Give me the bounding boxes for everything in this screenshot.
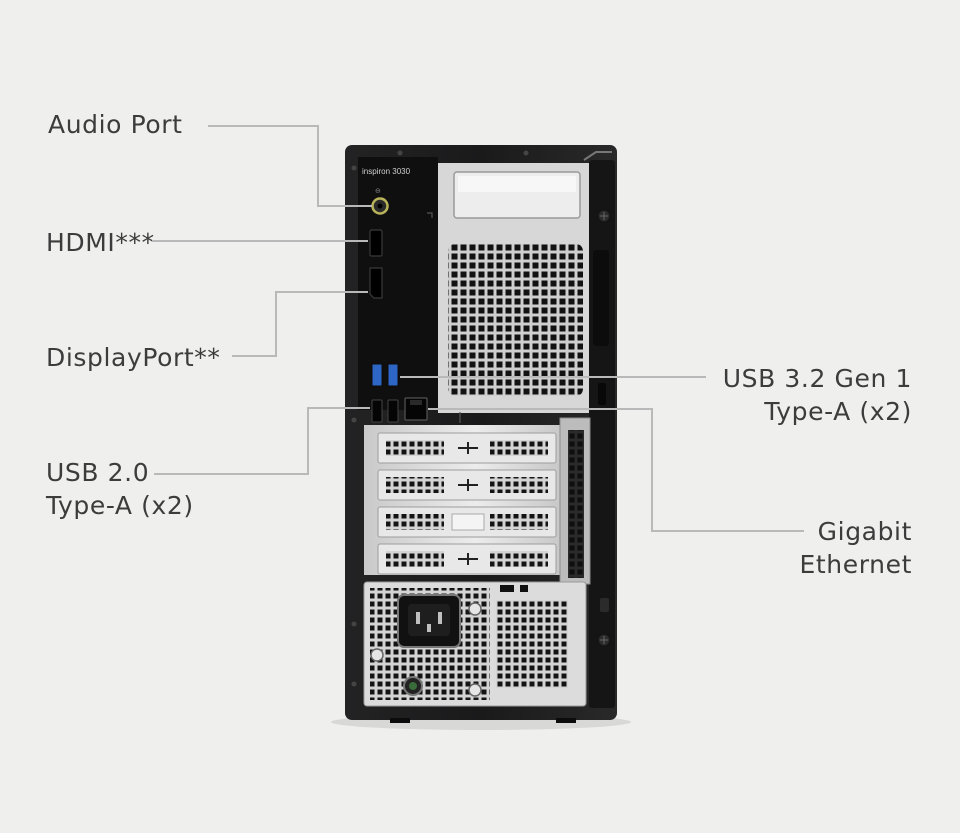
rivet-4 bbox=[351, 681, 357, 687]
slot-cover-2-vent-left bbox=[386, 477, 444, 493]
rivet-3 bbox=[351, 621, 357, 627]
callout-usb-2: USB 2.0 Type-A (x2) bbox=[46, 456, 194, 522]
usb3-port-1 bbox=[371, 363, 383, 387]
rivet-1 bbox=[351, 165, 357, 171]
leader-displayport bbox=[232, 291, 368, 357]
callout-ethernet-line-2: Ethernet bbox=[799, 550, 912, 579]
callout-audio-port: Audio Port bbox=[48, 108, 183, 141]
slot-retainer-vent bbox=[568, 430, 584, 578]
rivet-5 bbox=[397, 150, 403, 156]
side-handle bbox=[593, 250, 609, 346]
rivet-2 bbox=[351, 417, 357, 423]
slot-cover-1-vent-right bbox=[490, 440, 548, 456]
top-bracket bbox=[583, 151, 612, 161]
slot-cover-4-vent-right bbox=[490, 551, 548, 567]
audio-port-hole bbox=[377, 203, 383, 209]
slot-covers bbox=[377, 432, 557, 575]
leader-lines bbox=[152, 125, 804, 532]
callout-ethernet-line-1: Gigabit bbox=[817, 517, 912, 546]
slot-cover-1-vent-left bbox=[386, 440, 444, 456]
slot-cover-3-vent-right bbox=[490, 514, 548, 530]
callout-hdmi: HDMI*** bbox=[46, 226, 155, 259]
lock-slot bbox=[600, 598, 609, 612]
callout-hdmi-line: HDMI*** bbox=[46, 228, 155, 257]
leader-ethernet bbox=[428, 408, 804, 532]
usb2-port-1 bbox=[371, 399, 383, 423]
psu-notch-1 bbox=[500, 585, 514, 592]
psu-screw-3 bbox=[468, 683, 482, 697]
foot-right bbox=[556, 718, 576, 723]
slot-cover-2-vent-right bbox=[490, 477, 548, 493]
callout-displayport-line: DisplayPort** bbox=[46, 343, 221, 372]
panel-corner-mark bbox=[427, 212, 433, 218]
top-handle-inner bbox=[458, 176, 576, 192]
side-latch bbox=[598, 383, 606, 405]
callout-usb-3: USB 3.2 Gen 1 Type-A (x2) bbox=[723, 362, 912, 428]
slot-cover-3-plate bbox=[451, 513, 485, 531]
psu-vent-right bbox=[496, 600, 568, 688]
foot-left bbox=[390, 718, 410, 723]
callout-displayport: DisplayPort** bbox=[46, 341, 221, 374]
rivet-6 bbox=[523, 150, 529, 156]
leader-usb-2 bbox=[154, 407, 370, 475]
callout-usb-2-line-1: USB 2.0 bbox=[46, 458, 150, 487]
slot-cover-1-screw bbox=[458, 442, 478, 454]
chassis-screw-bottom-head bbox=[600, 636, 608, 644]
callout-audio-port-line: Audio Port bbox=[48, 110, 183, 139]
slot-cover-4-vent-left bbox=[386, 551, 444, 567]
chassis-screw-top-head bbox=[600, 212, 608, 220]
callout-ethernet: Gigabit Ethernet bbox=[800, 515, 913, 581]
side-rail bbox=[589, 160, 615, 708]
headphone-icon: ⊖ bbox=[375, 187, 381, 195]
callout-usb-3-line-1: USB 3.2 Gen 1 bbox=[722, 364, 912, 393]
psu-screw-1 bbox=[468, 602, 482, 616]
slot-cover-2-screw bbox=[458, 479, 478, 491]
hdmi-port bbox=[369, 229, 383, 257]
leader-audio-port bbox=[208, 125, 372, 207]
psu-led bbox=[409, 682, 417, 690]
power-pin-ground bbox=[427, 624, 431, 632]
usb3-port-2 bbox=[387, 363, 399, 387]
callout-usb-2-line-2: Type-A (x2) bbox=[46, 491, 194, 520]
psu-screw-2 bbox=[370, 648, 384, 662]
slot-cover-3-vent-left bbox=[386, 514, 444, 530]
psu-notch-2 bbox=[520, 585, 528, 592]
displayport-port bbox=[369, 267, 383, 299]
usb2-port-2 bbox=[387, 399, 399, 423]
model-label: inspiron 3030 bbox=[362, 167, 411, 176]
ethernet-port-latch bbox=[410, 400, 422, 405]
slot-cover-4-screw bbox=[458, 553, 478, 565]
callout-usb-3-line-2: Type-A (x2) bbox=[764, 397, 912, 426]
power-pin-1 bbox=[416, 612, 420, 624]
fan-grill bbox=[448, 244, 583, 396]
power-pin-2 bbox=[438, 612, 442, 624]
